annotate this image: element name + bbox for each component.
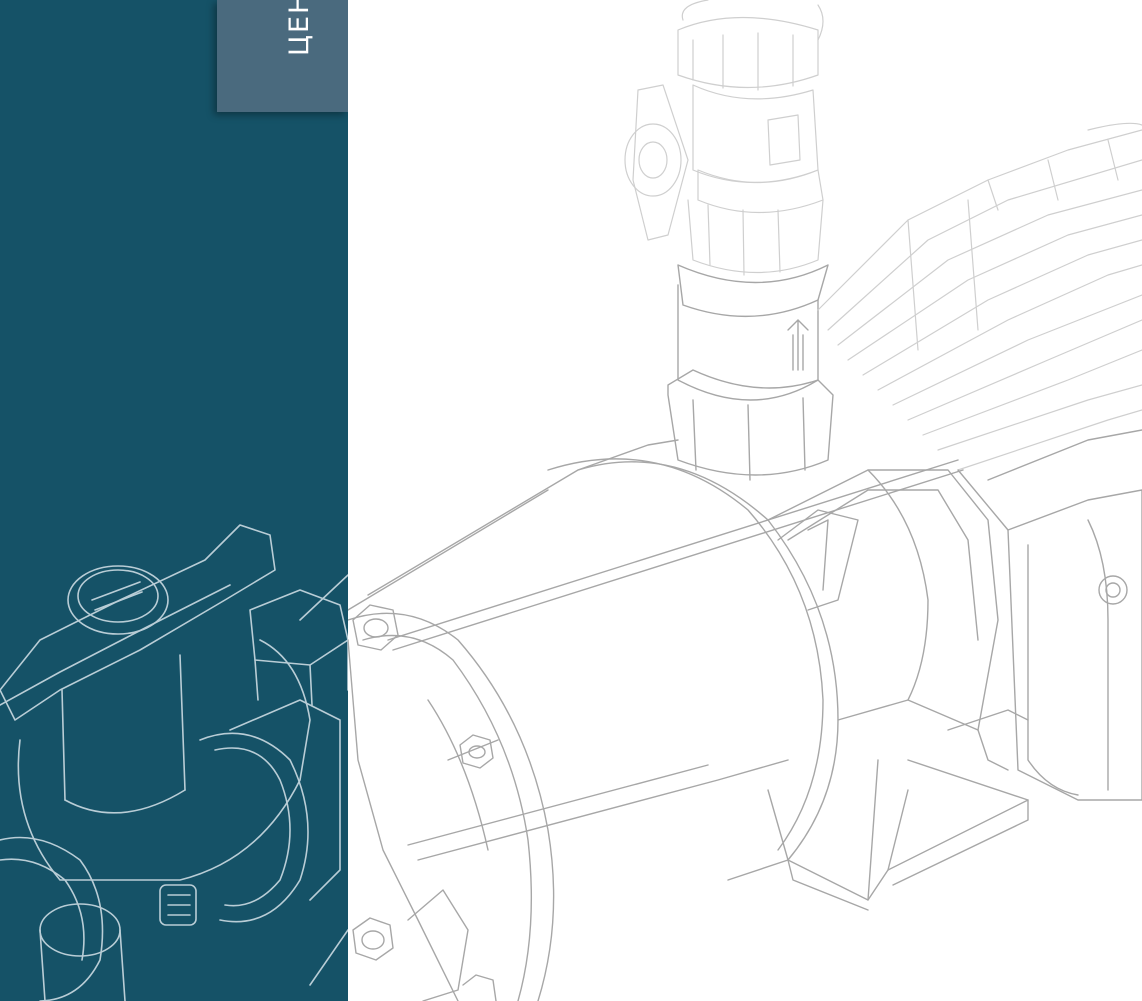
section-tab-label: ЦЕН <box>284 0 315 56</box>
section-tab[interactable]: ЦЕН <box>217 0 348 112</box>
centrifugal-pump-icon <box>348 0 1142 1001</box>
pump-illustration-area <box>348 0 1142 1001</box>
ball-valve-icon <box>0 524 348 1001</box>
left-panel: ЦЕН <box>0 0 348 1001</box>
